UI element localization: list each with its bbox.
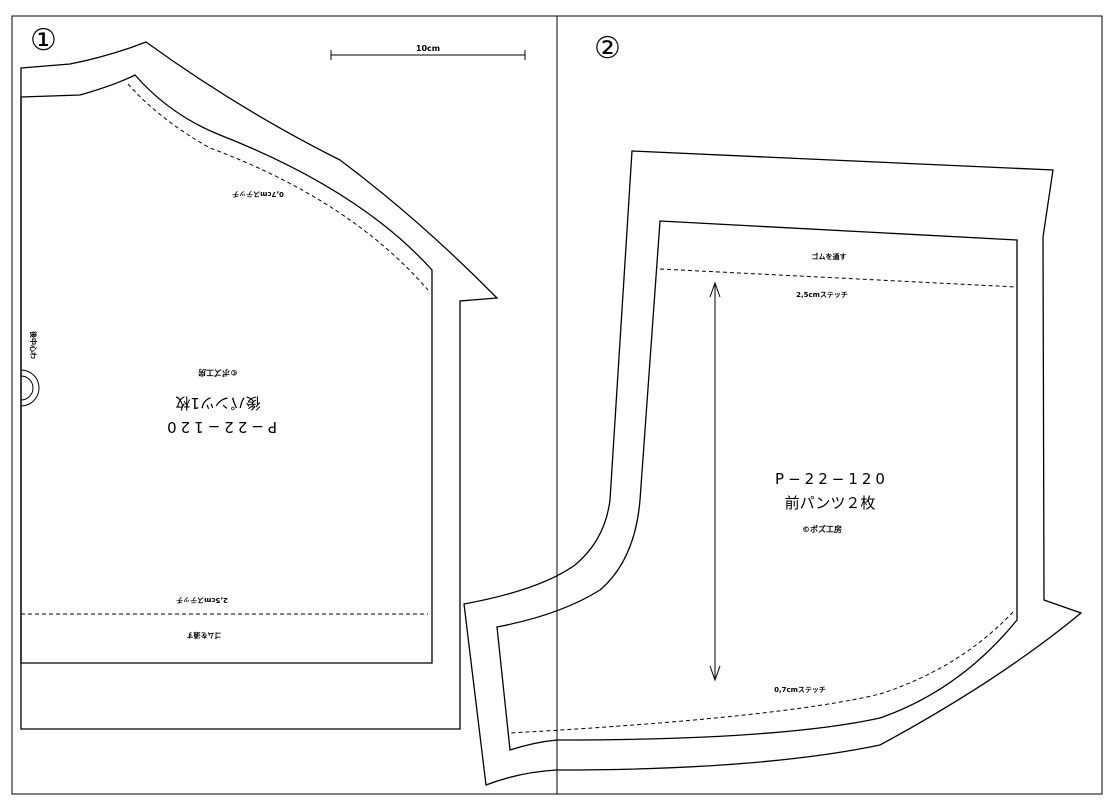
back-pants-inner-outline <box>20 74 433 664</box>
back-crotch-stitch-line <box>127 83 429 291</box>
scale-bar: 10cm <box>330 44 526 60</box>
front-pattern-code: P−22−120 <box>775 470 889 488</box>
back-copyright: ©ポズ工房 <box>198 368 238 378</box>
back-fold-label: 後中心わ <box>29 330 38 359</box>
front-hem-stitch-line <box>509 611 1014 734</box>
front-pants-inner-outline <box>496 220 1018 751</box>
page-number-1: ① <box>30 23 57 58</box>
front-copyright: ©ポズ工房 <box>802 524 842 534</box>
back-piece-name: 後パンツ1枚 <box>175 394 260 412</box>
back-elastic-label: ゴムを通す <box>187 631 222 640</box>
page-1: ① 10cm 後中心わ 0,7cmステッチ ©ポズ工房 後パンツ1枚 P−22−… <box>20 23 526 730</box>
front-piece-name: 前パンツ２枚 <box>785 494 876 512</box>
page-2: ② ゴムを通す 2,5cmステッチ P−22−120 前パンツ２枚 ©ポズ工房 … <box>463 31 1083 786</box>
scale-label: 10cm <box>416 44 440 53</box>
back-pattern-code: P−22−120 <box>163 418 277 436</box>
front-waist-stitch-label: 2,5cmステッチ <box>796 291 848 299</box>
grainline-arrow-icon <box>709 281 721 682</box>
front-pants-outer-outline <box>463 150 1083 786</box>
back-waist-stitch-label: 2,5cmステッチ <box>176 596 228 604</box>
front-waist-stitch-line <box>659 268 1018 288</box>
back-pants-outer-outline <box>20 41 499 730</box>
front-elastic-label: ゴムを通す <box>812 252 847 261</box>
page-number-2: ② <box>594 31 621 66</box>
front-hem-stitch-label: 0,7cmステッチ <box>774 686 826 694</box>
back-crotch-stitch-label: 0,7cmステッチ <box>232 190 284 198</box>
fold-mark-icon <box>20 369 40 407</box>
